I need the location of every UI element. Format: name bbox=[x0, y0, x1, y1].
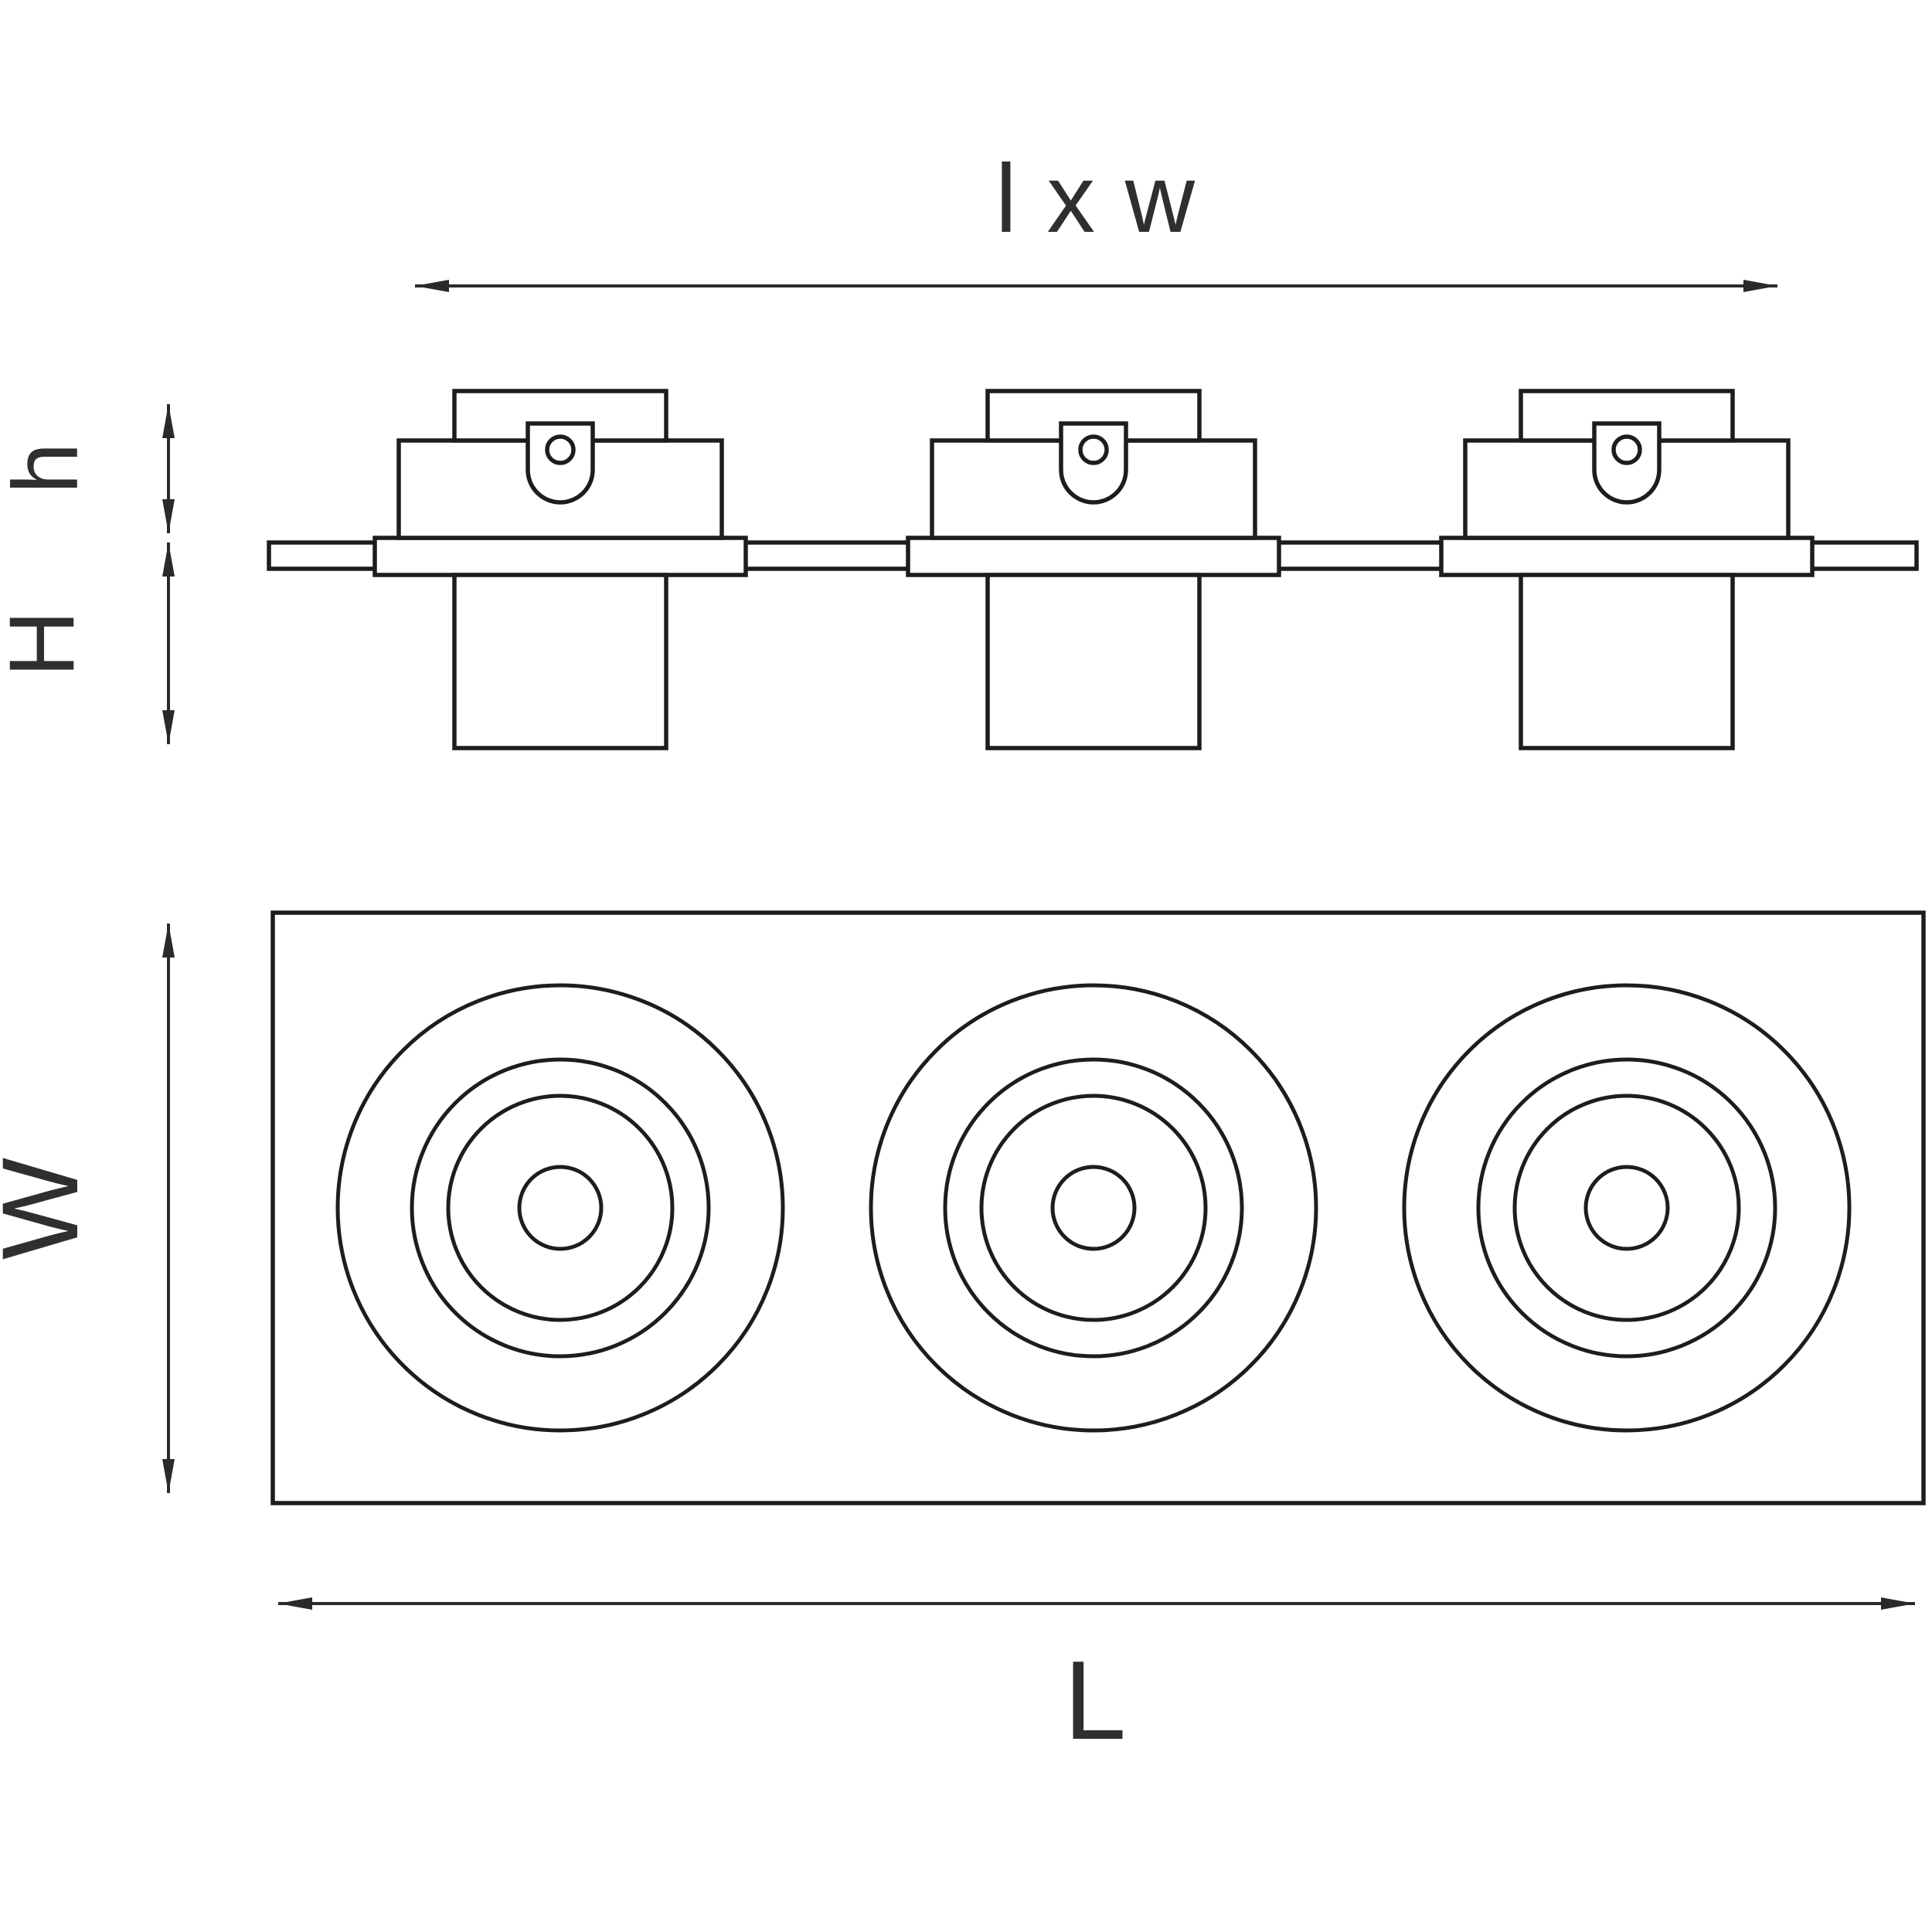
spotlight-module-side-1 bbox=[375, 391, 746, 748]
dimension-label-H: H bbox=[0, 609, 94, 678]
dimension-label-L: L bbox=[1064, 1638, 1128, 1763]
dimension-annotations: l x w h H W L bbox=[0, 145, 1915, 1763]
side-elevation-view bbox=[267, 391, 1919, 748]
dimension-label-lxw: l x w bbox=[995, 145, 1196, 253]
dimension-label-W: W bbox=[0, 1156, 100, 1260]
plan-view bbox=[270, 910, 1926, 1505]
dimension-label-h: h bbox=[0, 441, 97, 495]
fixture-outline-rect bbox=[270, 910, 1926, 1505]
spotlight-module-side-3 bbox=[1441, 391, 1812, 748]
spotlight-module-side-2 bbox=[908, 391, 1279, 748]
